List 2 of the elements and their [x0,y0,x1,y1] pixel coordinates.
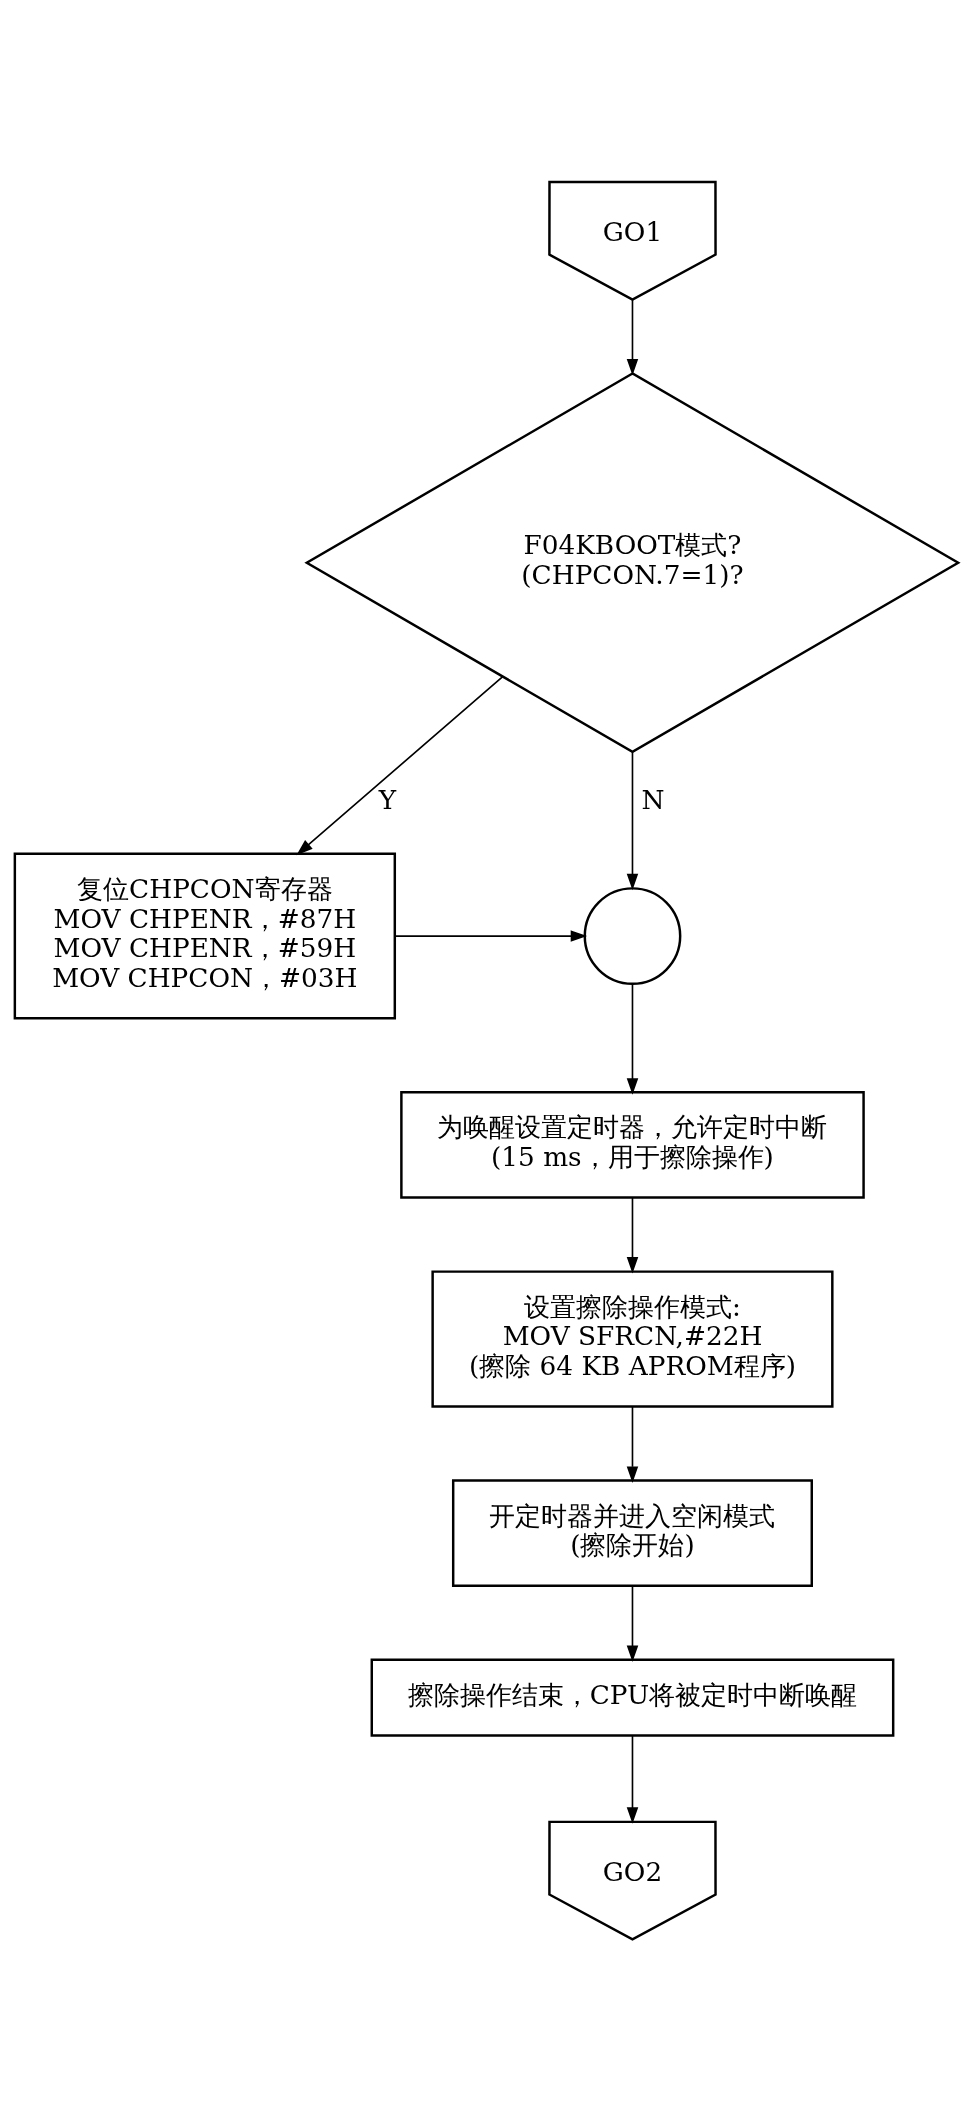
edge-label: Y [378,785,397,816]
edge-label: N [641,785,665,816]
